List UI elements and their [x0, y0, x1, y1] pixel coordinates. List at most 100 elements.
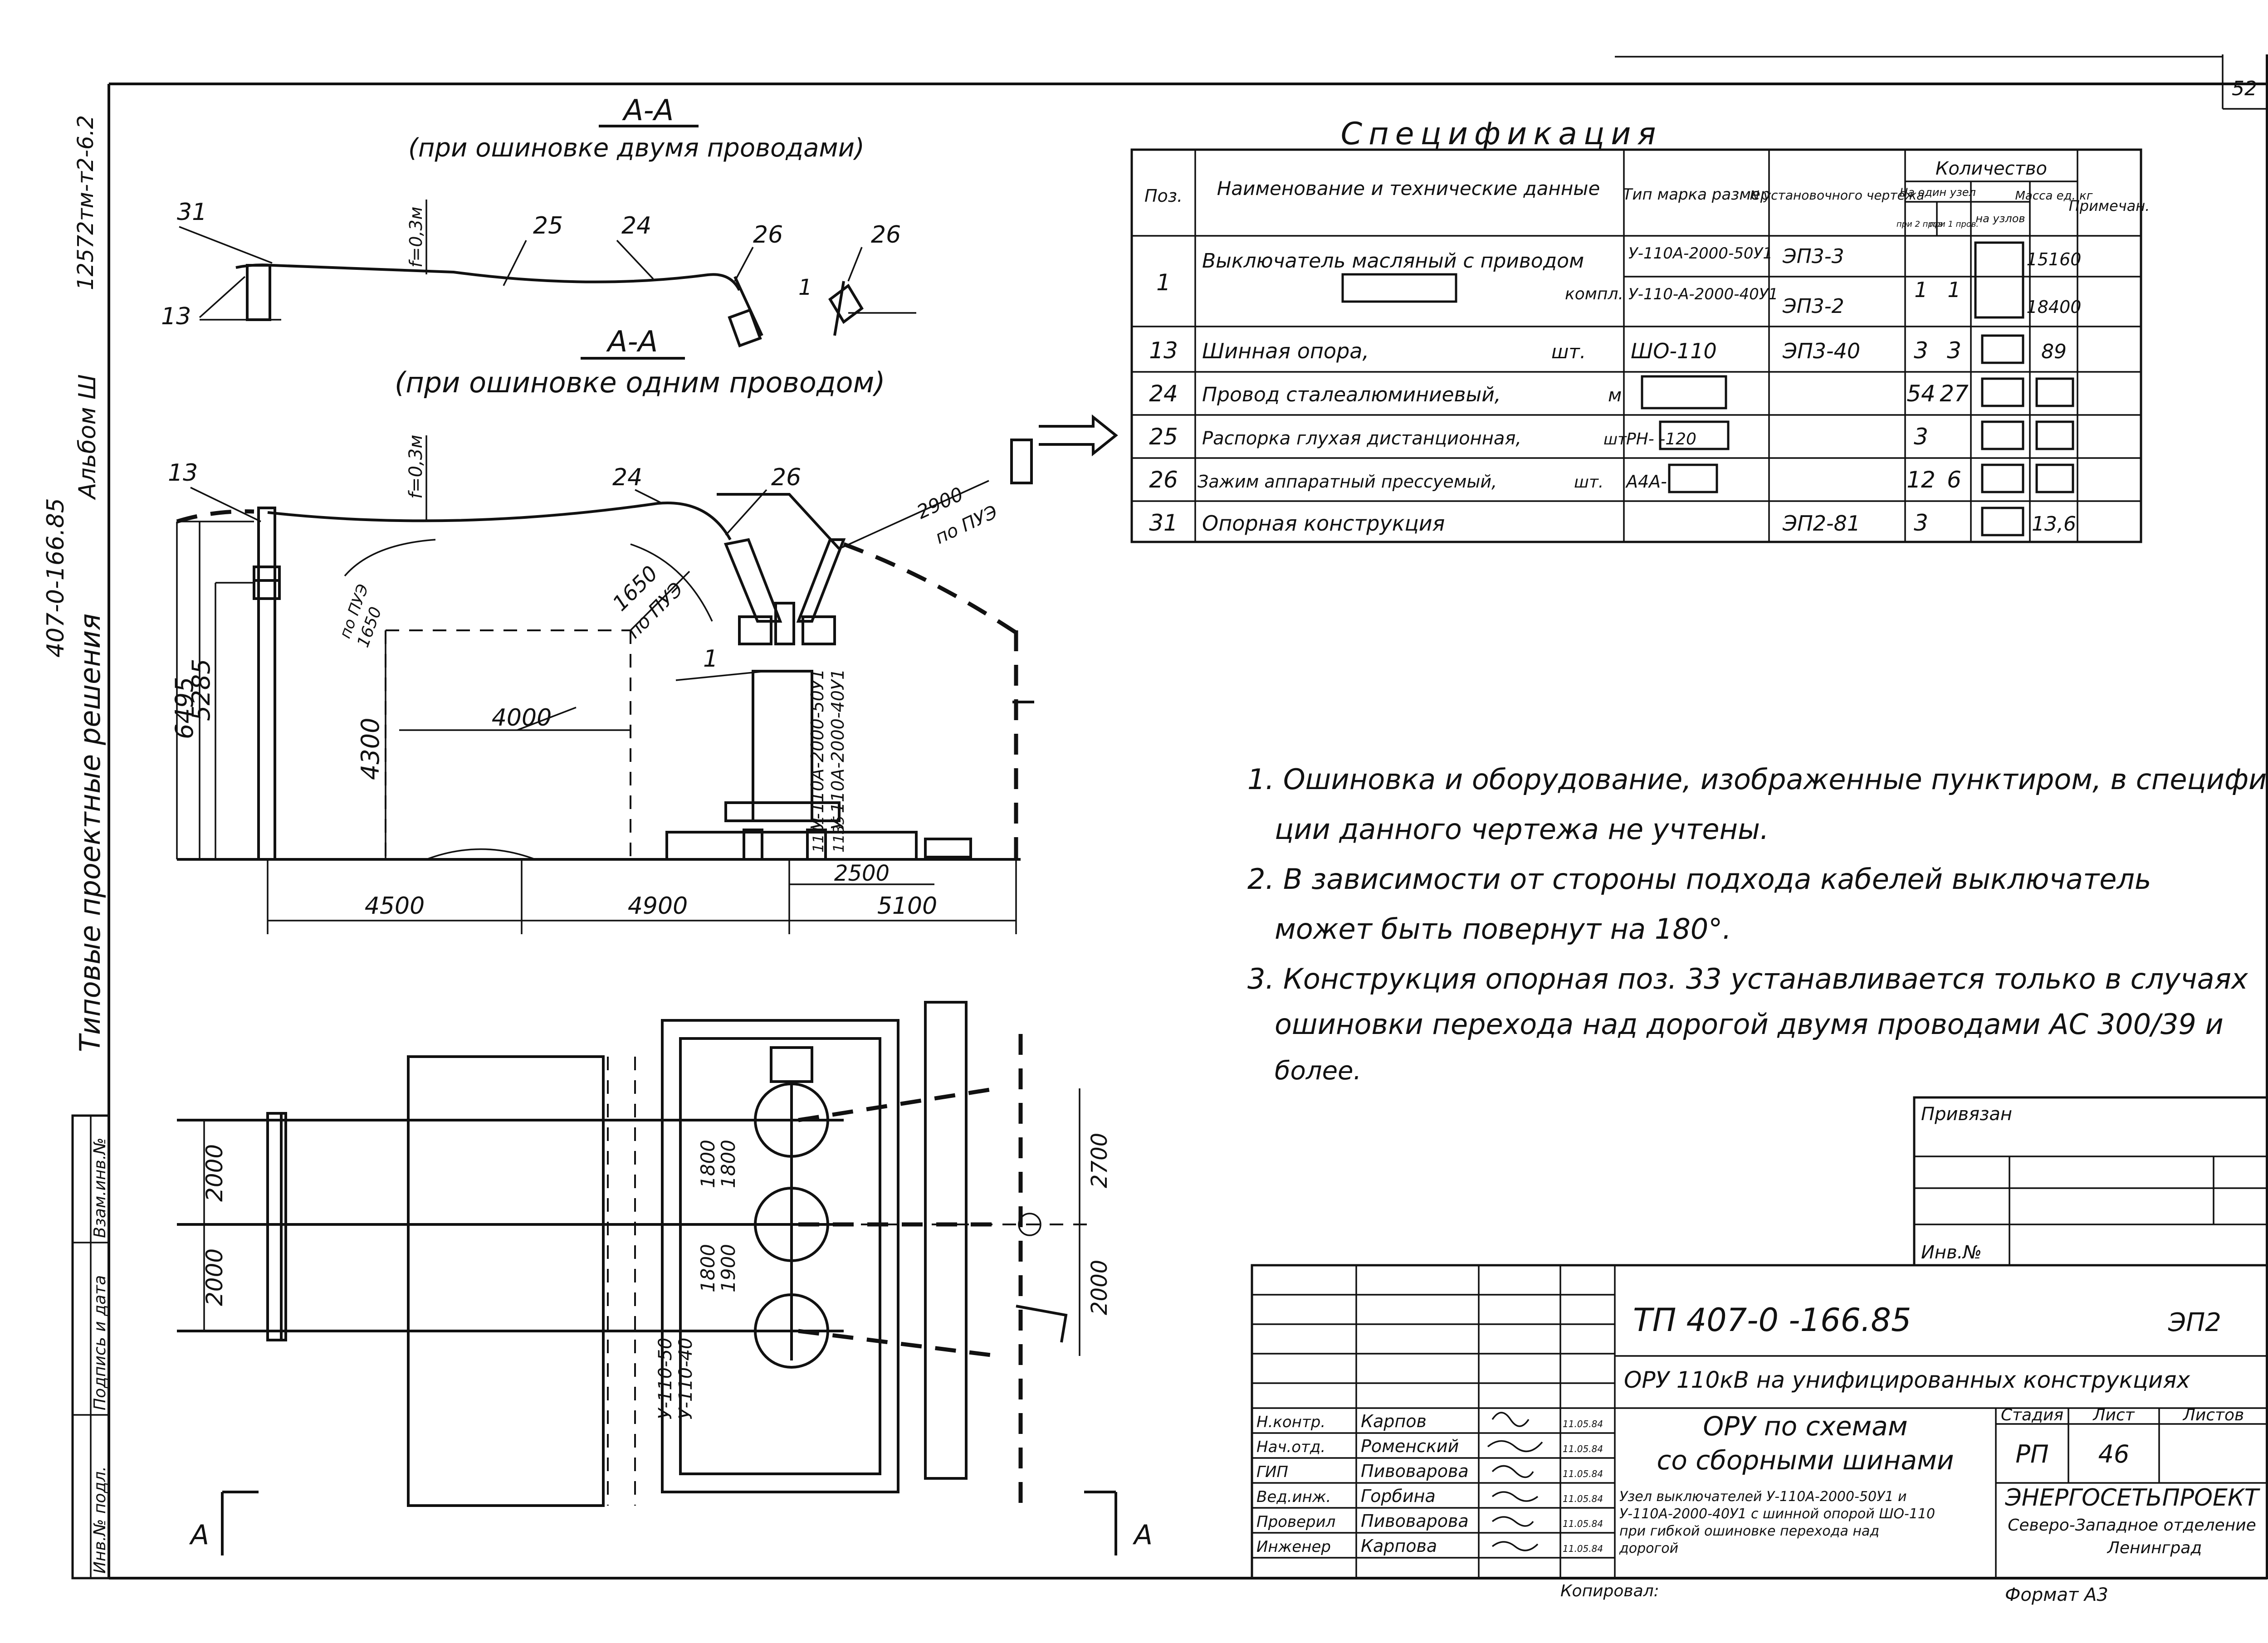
format-label: Формат А3 [2005, 1584, 2108, 1605]
margin-album: Альбом Ш [74, 374, 101, 500]
tb-role-5: Проверил [1256, 1513, 1335, 1531]
tb-stage: РП [2015, 1440, 2048, 1468]
note-line-2: ции данного чертежа не учтены. [1275, 813, 1769, 846]
plan-dim-left-top: 2000 [201, 1144, 228, 1202]
plan-view: 2000 2000 1800 1800 1800 1900 2700 2000 … [177, 1001, 1153, 1555]
label-31: 31 [177, 199, 207, 226]
page-number: 52 [2232, 77, 2257, 100]
spec-h-pos: Поз. [1144, 186, 1183, 206]
spec-r3-qa: 54 [1906, 380, 1936, 407]
margin-series: 407-0-166.85 [42, 498, 69, 658]
copied-label: Копировал: [1560, 1582, 1659, 1600]
section-top-subtitle: (при ошиновке двумя проводами) [408, 133, 865, 163]
spec-r1b-type: У-110-А-2000-40У1 [1628, 285, 1778, 303]
spec-r1b-drawing: ЭП3-2 [1782, 295, 1844, 318]
dim-f-main: f=0,3м [406, 435, 426, 499]
section-top-title: А-А [622, 94, 674, 127]
tb-role-6: Инженер [1256, 1538, 1331, 1556]
label-24-top: 24 [621, 212, 651, 239]
spec-r1-mass: 15160 [2027, 249, 2082, 269]
note-line-7: более. [1275, 1056, 1361, 1086]
dim-w4: 2500 [834, 861, 890, 886]
margin-sheet-code: 12572тм-т2-6.2 [73, 115, 98, 290]
spec-r1-pos: 1 [1156, 269, 1171, 296]
tb-role-2: Нач.отд. [1256, 1438, 1325, 1456]
bus-support-13 [257, 507, 276, 861]
notes: 1. Ошиновка и оборудование, изображенные… [1247, 763, 2268, 1086]
foundation [665, 831, 918, 861]
breaker-label-1: У-110А-2000-50У1 [807, 669, 827, 830]
spec-r5-qa: 12 [1906, 467, 1936, 493]
spec-r6-pos: 31 [1149, 510, 1178, 536]
spec-r3-pos: 24 [1149, 380, 1178, 407]
label-26-b: 26 [871, 221, 901, 249]
spec-h-qty: Количество [1936, 158, 2047, 179]
spec-r2-unit: шт. [1551, 341, 1586, 363]
label-1-main: 1 [703, 645, 718, 673]
tb-date-4: 11.05.84 [1563, 1493, 1603, 1504]
spec-r2-drawing: ЭП3-40 [1782, 339, 1860, 363]
tb-name-4: Горбина [1361, 1486, 1436, 1506]
spec-h-mass: Масса ед. кг [2015, 189, 2092, 203]
breaker-label-2: У-110А-2000-40У1 [828, 669, 848, 830]
tb-desc-1: Узел выключателей У-110А-2000-50У1 и [1619, 1489, 1907, 1505]
plan-dim-inner-top: 1800 [697, 1140, 719, 1188]
note-line-1: 1. Ошиновка и оборудование, изображенные… [1247, 763, 2268, 796]
tb-date-2: 11.05.84 [1563, 1443, 1603, 1454]
spec-h-qty-b: при 1 пров. [1930, 219, 1979, 229]
spec-r4-unit: шт [1603, 430, 1627, 449]
spec-r1-type: У-110А-2000-50У1 [1628, 244, 1773, 263]
label-25: 25 [533, 212, 563, 239]
dim-w2: 4900 [628, 892, 688, 920]
section-main-subtitle: (при ошиновке одним проводом) [395, 366, 885, 399]
tb-name-5: Пивоварова [1361, 1511, 1469, 1531]
spec-r2-type: ШО-110 [1631, 339, 1717, 363]
spec-r1-name: Выключатель масляный с приводом [1202, 249, 1584, 273]
spec-r2-name: Шинная опора, [1202, 339, 1369, 363]
dim-h3: 4300 [356, 718, 385, 780]
dim-w1: 4500 [365, 892, 425, 920]
tb-org-3: Ленинград [2107, 1539, 2202, 1557]
spec-r2-qa: 3 [1914, 337, 1928, 364]
spec-h-note: Примечан. [2069, 197, 2150, 215]
tb-desc-4: дорогой [1619, 1541, 1678, 1556]
spec-r1-unit: компл. [1565, 285, 1623, 303]
dim-h1: 6495 [170, 677, 199, 739]
section-one-wire: А-А (при ошиновке одним проводом) [168, 325, 1118, 934]
tb-desc-3: при гибкой ошиновке перехода над [1619, 1523, 1879, 1539]
stamp-label-replace: Взам.инв.№ [91, 1137, 109, 1238]
tb-name-2: Роменский [1361, 1436, 1459, 1456]
note-line-6: ошиновки перехода над дорогой двумя пров… [1275, 1008, 2224, 1041]
spec-r1b-mass: 18400 [2027, 297, 2082, 317]
label-13-top: 13 [161, 303, 191, 330]
two-wire-span [235, 263, 741, 291]
spec-r2-mass: 89 [2041, 340, 2067, 363]
breaker-1 [723, 538, 846, 861]
dim-small-2: 1135 [830, 816, 847, 853]
spec-h-qty-a: при 2 пров. [1897, 219, 1945, 229]
tb-title-2: со сборными шинами [1657, 1445, 1954, 1476]
label-24-main: 24 [612, 464, 642, 491]
plan-dim-right-bottom: 2000 [1087, 1260, 1112, 1315]
plan-breaker-1: У-110-50 [655, 1338, 676, 1420]
tb-stage-label: Стадия [2001, 1406, 2063, 1424]
spec-title: Спецификация [1341, 116, 1662, 152]
plan-breaker-2: У-110-40 [675, 1338, 696, 1420]
spec-r5-type: А4А- [1625, 472, 1667, 492]
spec-r4-name: Распорка глухая дистанционная, [1202, 428, 1521, 449]
label-13-main: 13 [168, 459, 198, 487]
section-main-title: А-А [606, 325, 658, 359]
signatures [1487, 1412, 1543, 1551]
label-26-a: 26 [753, 221, 783, 249]
tb-name-1: Карпов [1361, 1411, 1427, 1431]
section-mark-right: А [1132, 1519, 1153, 1551]
spec-r2-pos: 13 [1149, 337, 1178, 364]
spec-r6-qa: 3 [1914, 510, 1928, 536]
spec-table: Спецификация Поз. Наименование и техниче… [1130, 116, 2150, 543]
plan-dim-left-bottom: 2000 [201, 1248, 228, 1306]
spec-r1-qa: 1 [1914, 278, 1927, 302]
spec-r1-node-box [1974, 241, 2024, 319]
note-line-5: 3. Конструкция опорная поз. 33 устанавли… [1247, 962, 2248, 995]
dim-span-inner: 4000 [492, 704, 552, 731]
binding-inv: Инв.№ [1921, 1242, 1982, 1263]
